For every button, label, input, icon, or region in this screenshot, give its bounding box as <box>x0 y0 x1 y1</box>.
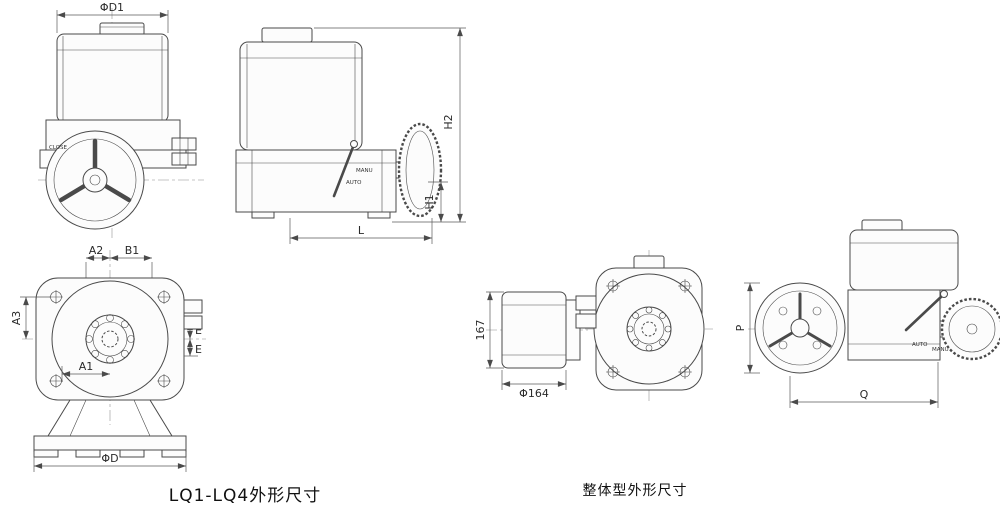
dim-167-label: 167 <box>474 320 487 341</box>
auto-right-label: AUTO <box>912 342 928 348</box>
dim-a3-label: A3 <box>10 311 23 326</box>
dim-h1-label: H1 <box>423 194 436 209</box>
close-label: CLOSE <box>49 145 68 151</box>
lq-top-view: A2 B1 A3 A1 E E <box>10 244 206 472</box>
lq-front-view: ΦD1 CLOSE <box>38 1 204 238</box>
dim-phi-d1-label: ΦD1 <box>100 1 124 14</box>
dim-a2-label: A2 <box>89 244 104 257</box>
dim-q-label: Q <box>860 388 869 401</box>
lq-side-view: MANU AUTO H2 H1 L <box>235 27 466 244</box>
dim-a1-label: A1 <box>79 360 94 373</box>
dim-e-lower-label: E <box>195 343 202 356</box>
dim-b1-label: B1 <box>125 244 140 257</box>
dim-p-label: P <box>734 324 747 331</box>
dim-phi-d-label: ΦD <box>101 452 118 465</box>
dim-l-label: L <box>358 224 365 237</box>
integral-side-view: AUTO MANU P Q <box>734 219 1000 408</box>
dim-e-upper-label: E <box>195 324 202 337</box>
integral-front-view <box>575 250 713 402</box>
dim-h2-label: H2 <box>442 114 455 129</box>
integral-rear-view: 167 Φ164 <box>474 291 588 400</box>
auto-label: AUTO <box>346 180 362 186</box>
dim-phi-164-label: Φ164 <box>519 387 549 400</box>
manu-right-label: MANU <box>932 347 949 353</box>
manu-label: MANU <box>356 168 373 174</box>
caption-integral: 整体型外形尺寸 <box>583 483 688 499</box>
caption-lq1-lq4: LQ1-LQ4外形尺寸 <box>169 486 321 506</box>
